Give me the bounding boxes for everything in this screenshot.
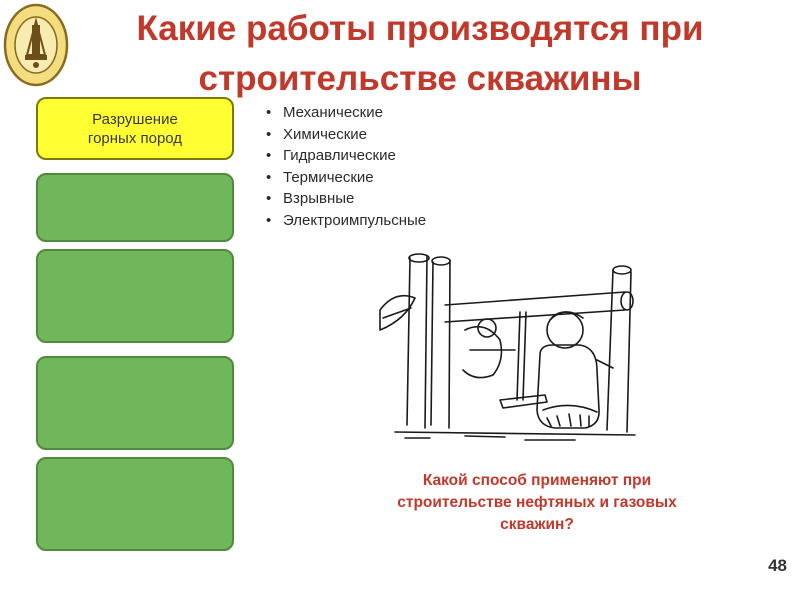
empty-green-box-4 bbox=[36, 457, 234, 551]
rock-destruction-box: Разрушение горных пород bbox=[36, 97, 234, 160]
question-line-1: Какой способ применяют при bbox=[422, 472, 652, 489]
method-item: •Электроимпульсные bbox=[266, 210, 426, 232]
bullet-icon: • bbox=[266, 168, 272, 186]
empty-green-box-2 bbox=[36, 249, 234, 343]
question-line-3: скважин? bbox=[500, 516, 574, 533]
methods-list: •Механические •Химические •Гидравлически… bbox=[266, 102, 426, 231]
page-number: 48 bbox=[768, 556, 787, 575]
method-item: •Термические bbox=[266, 167, 426, 189]
empty-green-box-3 bbox=[36, 356, 234, 450]
page-title: Какие работы производятся при строительс… bbox=[70, 4, 770, 104]
title-line-2: строительстве скважины bbox=[198, 59, 642, 98]
bullet-icon: • bbox=[266, 104, 272, 121]
rock-destruction-line-1: Разрушение bbox=[92, 110, 178, 128]
method-item: •Механические bbox=[266, 102, 426, 124]
rock-destruction-line-2: горных пород bbox=[87, 129, 183, 147]
method-item: •Гидравлические bbox=[266, 145, 426, 167]
question-line-2: строительстве нефтяных и газовых bbox=[397, 494, 677, 511]
manual-drilling-illustration bbox=[379, 253, 636, 441]
bullet-icon: • bbox=[266, 211, 272, 229]
empty-green-box-1 bbox=[36, 173, 234, 242]
bullet-icon: • bbox=[266, 125, 272, 143]
title-line-1: Какие работы производятся при bbox=[136, 9, 704, 48]
department-seal-icon bbox=[3, 3, 69, 87]
method-item: •Химические bbox=[266, 124, 426, 146]
bullet-icon: • bbox=[266, 147, 272, 164]
method-item: •Взрывные bbox=[266, 188, 426, 210]
bullet-icon: • bbox=[266, 190, 272, 207]
question-text: Какой способ применяют при строительстве… bbox=[312, 470, 762, 536]
